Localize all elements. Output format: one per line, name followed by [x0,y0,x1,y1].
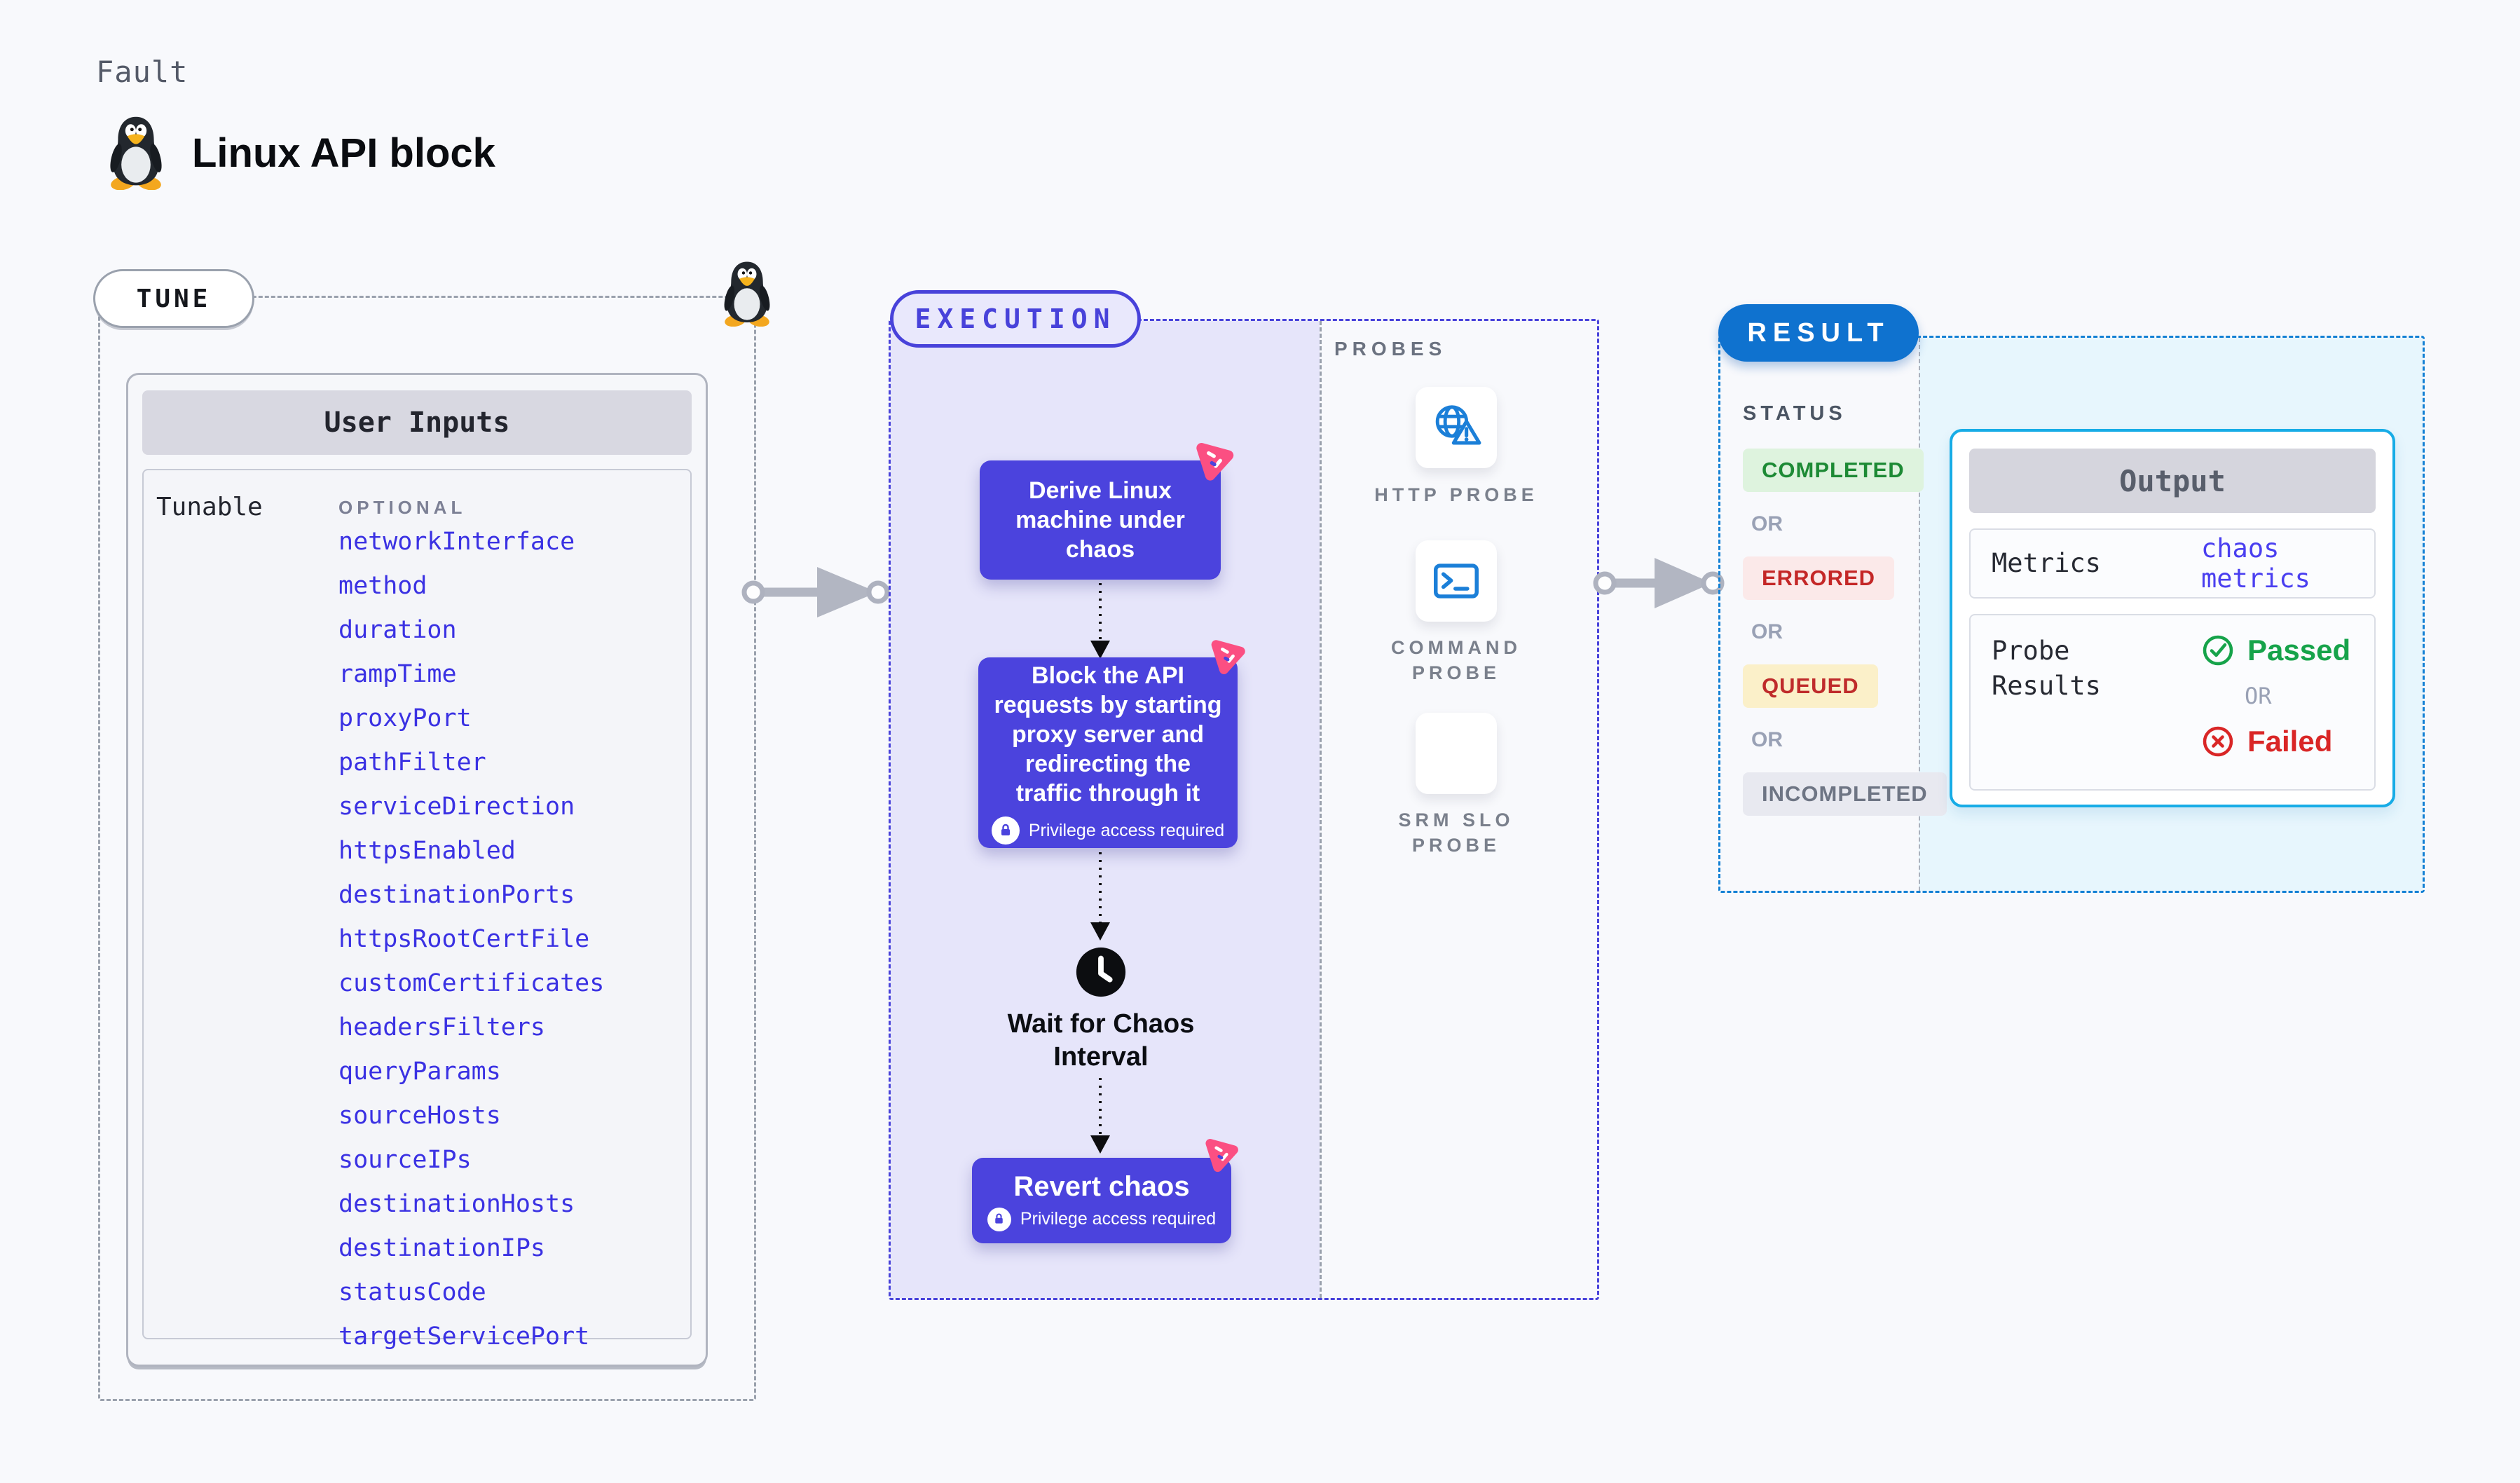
tunable-param: duration [338,616,457,644]
lock-icon [991,816,1020,845]
execution-probes-divider [1320,321,1322,1298]
optional-column-label: OPTIONAL [338,497,467,518]
passed-line: Passed [2201,634,2350,667]
probes-to-result-arrow [1593,558,1725,608]
user-inputs-card: User Inputs Tunable OPTIONAL networkInte… [126,373,708,1367]
failed-label: Failed [2247,725,2333,758]
step-wait-interval: Wait for Chaos Interval [1007,1009,1195,1072]
tunable-param: queryParams [338,1058,501,1086]
clock-icon [1074,945,1128,999]
x-circle-icon [2201,725,2235,758]
status-badge-incompleted: INCOMPLETED [1743,772,1947,816]
result-divider [1919,338,1920,891]
tunable-param: sourceHosts [338,1102,501,1130]
or-label: OR [1751,620,1783,643]
probe-results-values: Passed OR Failed [2201,634,2350,771]
status-column: STATUS COMPLETED OR ERRORED OR QUEUED OR… [1743,402,1947,816]
failed-line: Failed [2201,725,2332,758]
privilege-badge-text: Privilege access required [1020,1209,1217,1229]
step-revert-chaos: Revert chaos Privilege access required [972,1158,1231,1243]
or-label: OR [1751,512,1783,535]
status-badge-errored: ERRORED [1743,556,1895,600]
tunable-param: httpsRootCertFile [338,925,590,953]
flow-arrow [1090,583,1110,659]
tux-penguin-icon [718,259,776,327]
user-inputs-body: Tunable OPTIONAL networkInterface method d… [142,469,692,1349]
flow-arrow [1090,852,1110,941]
http-probe-card [1416,387,1497,468]
privilege-badge: Privilege access required [991,816,1225,845]
command-probe-label: COMMAND PROBE [1391,637,1521,684]
tunable-params-list: networkInterface method duration rampTime pr… [338,529,604,1349]
step-derive-machine: Derive Linux machine under chaos [980,460,1221,580]
result-section-label: RESULT [1718,304,1919,362]
lock-icon [987,1207,1011,1231]
probe-results-row: Probe Results Passed OR Failed [1969,614,2376,791]
step-block-api: Block the API requests by starting proxy… [978,657,1238,848]
or-label: OR [2245,683,2272,709]
tux-penguin-icon [102,114,170,190]
status-badge-queued: QUEUED [1743,664,1878,708]
passed-label: Passed [2247,634,2351,667]
metrics-value: chaos metrics [2201,533,2310,594]
check-circle-icon [2201,634,2235,667]
step-derive-machine-text: Derive Linux machine under chaos [1015,477,1185,563]
srm-slo-probe-card [1416,713,1497,794]
step-revert-chaos-text: Revert chaos [1013,1171,1190,1203]
tunable-param: pathFilter [338,749,486,777]
chaos-icon [1189,435,1240,486]
metrics-label: Metrics [1992,548,2101,579]
tune-section-box [98,296,756,1401]
command-probe-card [1416,540,1497,622]
tunable-param: rampTime [338,660,457,688]
tunable-param: destinationPorts [338,881,575,909]
tunable-param: httpsEnabled [338,837,516,865]
user-inputs-title: User Inputs [142,390,692,455]
tunable-param: headersFilters [338,1013,546,1041]
metrics-row: Metrics chaos metrics [1969,528,2376,599]
probes-section-label: PROBES [1334,338,1447,360]
or-label: OR [1751,728,1783,751]
tunable-param: statusCode [338,1278,486,1306]
output-title: Output [1969,449,2376,513]
tunable-row-label: Tunable [156,493,263,521]
page-title: Linux API block [192,130,495,176]
tunable-param: sourceIPs [338,1146,472,1174]
tunable-param: customCertificates [338,969,605,997]
tune-section-label: TUNE [93,269,254,328]
status-badge-completed: COMPLETED [1743,449,1924,492]
step-block-api-text: Block the API requests by starting proxy… [994,662,1222,807]
srm-slo-probe-label: SRM SLO PROBE [1398,809,1514,856]
tunable-param: proxyPort [338,704,472,732]
output-card: Output Metrics chaos metrics Probe Resul… [1950,429,2395,807]
http-probe-label: HTTP PROBE [1374,484,1538,505]
tunable-param: method [338,572,427,600]
execution-section-label: EXECUTION [890,290,1141,348]
tunable-param: destinationHosts [338,1190,575,1218]
tunable-param: destinationIPs [338,1234,546,1262]
flow-arrow [1090,1078,1110,1154]
slo-donut-check-icon [1428,725,1484,781]
globe-warning-icon [1429,400,1484,455]
tune-to-execution-arrow [741,567,890,617]
probe-results-label: Probe Results [1992,636,2101,701]
tunable-param: networkInterface [338,528,575,556]
fault-kicker: Fault [96,55,189,89]
privilege-badge-text: Privilege access required [1028,820,1225,840]
chaos-icon [1199,1132,1244,1177]
status-label: STATUS [1743,402,1847,425]
chaos-icon [1205,633,1251,679]
tunable-param: serviceDirection [338,793,575,821]
tunable-param: targetServicePort [338,1323,590,1351]
terminal-icon [1429,554,1484,608]
privilege-badge: Privilege access required [987,1207,1217,1231]
